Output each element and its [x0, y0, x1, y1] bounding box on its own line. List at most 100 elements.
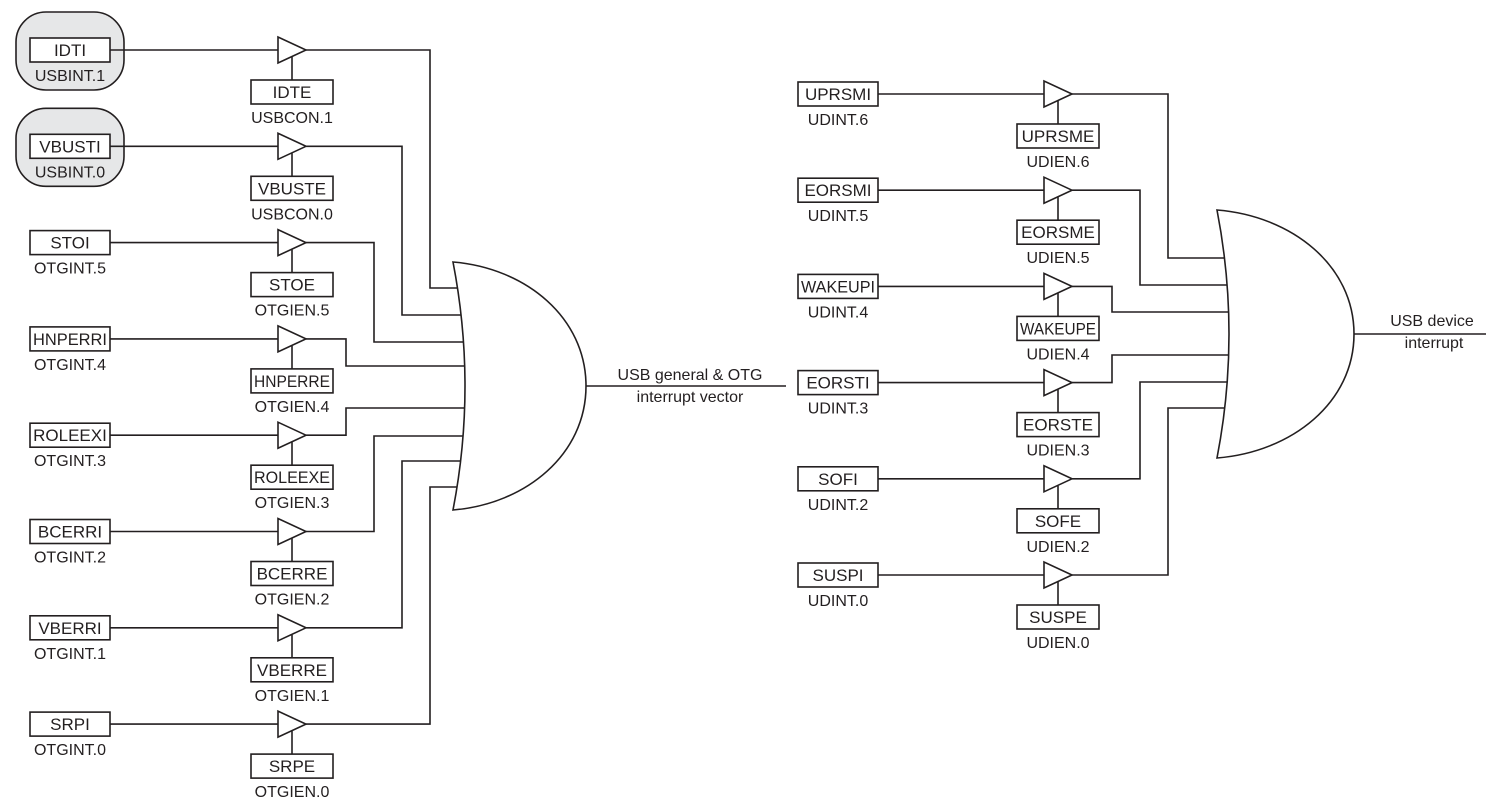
enable-buffer: [277, 35, 308, 65]
route-wire: [306, 460, 461, 629]
enable-box: [250, 79, 334, 105]
route-wire: [306, 338, 465, 367]
enable-label: STOE: [269, 276, 315, 295]
enable-label: WAKEUPE: [1020, 319, 1096, 338]
flag-register-label: OTGINT.4: [34, 357, 106, 374]
flag-box: [29, 518, 111, 545]
flag-label: SUSPI: [812, 566, 863, 585]
enable-label: VBUSTE: [258, 179, 326, 198]
device-output-label-line2: interrupt: [1405, 335, 1464, 352]
enable-label: HNPERRE: [254, 372, 330, 391]
route-wire: [306, 145, 462, 316]
enable-buffer: [1043, 79, 1074, 109]
enable-box: [250, 464, 334, 491]
route-wire: [1072, 354, 1229, 384]
enable-box: [1016, 123, 1100, 149]
enable-box: [250, 368, 334, 394]
route-wire: [306, 435, 464, 533]
otg-interrupt-section: IDTIUSBINT.1IDTEUSBCON.1VBUSTIUSBINT.0VB…: [15, 11, 786, 801]
enable-box: [1016, 315, 1100, 342]
route-wire: [1072, 381, 1228, 480]
flag-label: UPRSMI: [805, 85, 871, 104]
flag-box: [797, 562, 879, 588]
flag-register-label: USBINT.1: [35, 68, 105, 85]
flag-label: SOFI: [818, 470, 858, 489]
route-wire: [1072, 93, 1225, 259]
flag-box: [29, 422, 111, 449]
enable-box: [1016, 507, 1100, 534]
route-wire: [306, 407, 465, 436]
enable-label: EORSME: [1021, 223, 1095, 242]
enable-box: [250, 560, 334, 587]
flag-register-label: OTGINT.5: [34, 261, 106, 278]
flag-register-label: UDINT.0: [808, 593, 869, 610]
flag-label: VBERRI: [38, 619, 101, 638]
flag-label: WAKEUPI: [801, 277, 875, 296]
enable-buffer: [277, 420, 308, 450]
route-wire: [1072, 407, 1225, 576]
enable-register-label: USBCON.0: [251, 206, 333, 223]
flag-label: SRPI: [50, 715, 90, 734]
flag-label: ROLEEXI: [33, 426, 107, 445]
flag-box: [29, 711, 111, 737]
flag-register-label: USBINT.0: [35, 164, 105, 181]
flag-register-label: OTGINT.3: [34, 453, 106, 470]
enable-register-label: OTGIEN.3: [255, 495, 330, 512]
route-wire: [306, 49, 458, 289]
route-wire: [306, 241, 464, 343]
enable-box: [250, 271, 334, 298]
enable-box: [1016, 604, 1100, 630]
or-gate-device: [1216, 209, 1355, 459]
enable-register-label: UDIEN.0: [1026, 635, 1089, 652]
enable-register-label: USBCON.1: [251, 110, 333, 127]
enable-buffer: [1043, 368, 1074, 397]
flag-register-label: UDINT.5: [808, 208, 869, 225]
flag-register-label: UDINT.6: [808, 112, 869, 129]
enable-register-label: UDIEN.5: [1026, 250, 1089, 267]
flag-box: [29, 133, 111, 160]
route-wire: [306, 486, 458, 725]
route-wire: [1072, 285, 1229, 313]
flag-label: STOI: [50, 234, 89, 253]
enable-register-label: UDIEN.3: [1026, 443, 1089, 460]
enable-buffer: [277, 709, 308, 739]
flag-label: EORSTI: [806, 374, 869, 393]
flag-label: VBUSTI: [39, 137, 100, 156]
enable-label: ROLEEXE: [254, 468, 330, 487]
enable-buffer: [277, 517, 308, 546]
flag-register-label: OTGINT.1: [34, 646, 106, 663]
enable-label: VBERRE: [257, 661, 327, 680]
flag-register-label: UDINT.4: [808, 304, 869, 321]
flag-label: EORSMI: [804, 181, 871, 200]
flag-box: [29, 326, 111, 352]
enable-label: UPRSME: [1022, 127, 1095, 146]
enable-buffer: [1043, 560, 1074, 590]
flag-box: [29, 37, 111, 63]
enable-label: SRPE: [269, 757, 315, 776]
enable-register-label: UDIEN.4: [1026, 346, 1089, 363]
otg-output-label-line1: USB general & OTG: [618, 367, 763, 384]
enable-register-label: OTGIEN.0: [255, 784, 330, 801]
enable-register-label: OTGIEN.2: [255, 592, 330, 609]
enable-box: [1016, 219, 1100, 245]
enable-buffer: [277, 613, 308, 643]
enable-box: [250, 175, 334, 202]
enable-register-label: OTGIEN.1: [255, 688, 330, 705]
enable-box: [250, 753, 334, 779]
enable-box: [1016, 411, 1100, 438]
flag-register-label: OTGINT.2: [34, 550, 106, 567]
device-output-label-line1: USB device: [1390, 313, 1474, 330]
device-interrupt-section: UPRSMIUDINT.6UPRSMEUDIEN.6EORSMIUDINT.5E…: [797, 79, 1486, 652]
enable-register-label: UDIEN.2: [1026, 539, 1089, 556]
route-wire: [1072, 189, 1228, 286]
